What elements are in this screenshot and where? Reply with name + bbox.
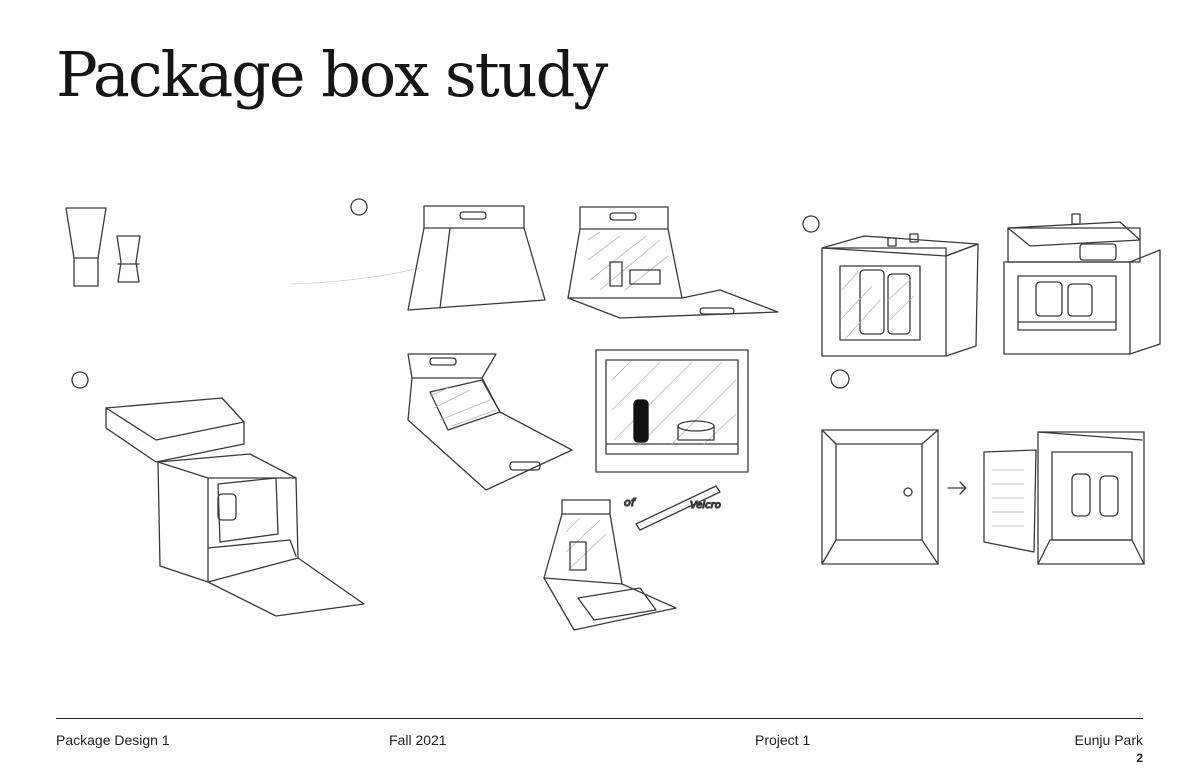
footer-divider (56, 718, 1143, 719)
page-number: 2 (1136, 751, 1143, 765)
fold-tray-box (407, 353, 573, 491)
hinged-lid-box (105, 397, 365, 617)
faint-stroke (289, 267, 421, 285)
product-jar-sketch (116, 235, 141, 283)
door-box-open (983, 431, 1145, 565)
footer-project: Project 1 (755, 732, 811, 748)
sketch-marker-2 (71, 371, 89, 389)
sketch-marker-4 (830, 369, 850, 389)
note-velcro: Velcro (690, 500, 721, 511)
door-box-closed (821, 429, 939, 565)
note-of: of (624, 496, 637, 509)
footer-author: Eunju Park (1074, 732, 1143, 748)
footer-course: Package Design 1 (56, 732, 170, 748)
product-tube-sketch (65, 207, 107, 287)
open-top-cube-box (1003, 213, 1161, 355)
tent-box-open (567, 206, 779, 319)
arrow-sketch (947, 481, 967, 495)
sketch-marker-3 (802, 215, 820, 233)
window-cube-box (821, 233, 979, 357)
tent-box-strap (543, 485, 721, 631)
sketch-marker-1 (350, 198, 368, 216)
window-display-box (595, 349, 749, 473)
page-title: Package box study (56, 38, 608, 111)
footer-term: Fall 2021 (389, 732, 447, 748)
tent-box-closed (407, 205, 546, 311)
